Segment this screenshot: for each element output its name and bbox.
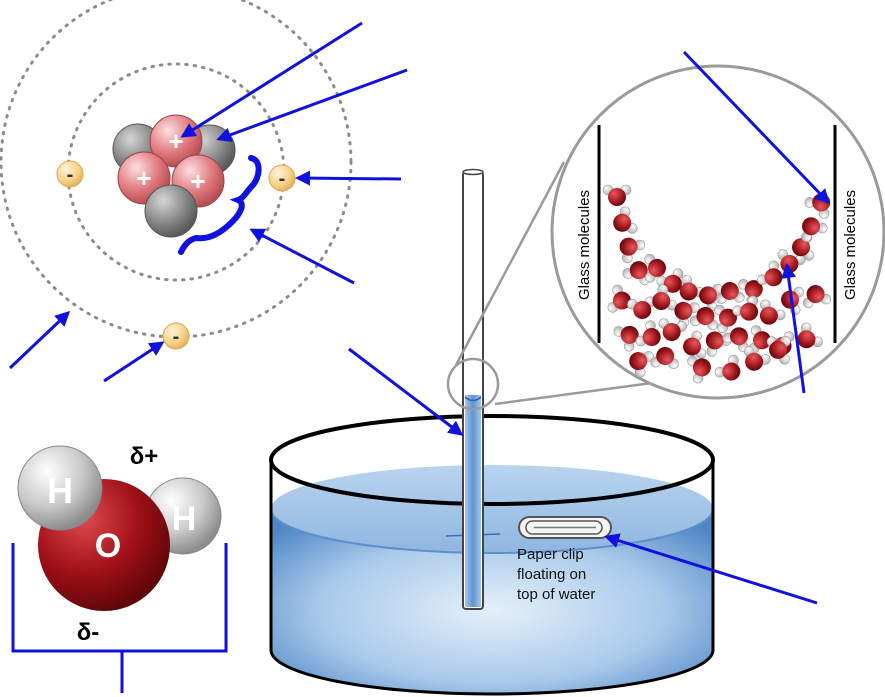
water-molecule bbox=[658, 318, 687, 341]
pointer-arrow bbox=[604, 533, 818, 605]
water-molecule bbox=[759, 299, 786, 325]
hydrogen-label-left: H bbox=[47, 470, 73, 511]
water-molecule bbox=[687, 355, 711, 384]
pointer-arrow bbox=[682, 50, 831, 205]
electron-sign: - bbox=[173, 326, 180, 348]
water-molecule bbox=[650, 347, 679, 370]
nucleus-brace bbox=[178, 155, 262, 255]
proton-sign: + bbox=[136, 163, 151, 193]
water-molecule bbox=[757, 260, 783, 287]
water-molecule bbox=[607, 284, 631, 313]
pointer-arrow bbox=[781, 263, 806, 394]
electron-sign: - bbox=[279, 168, 286, 190]
water-molecule bbox=[714, 355, 741, 381]
pointer-arrow bbox=[180, 21, 363, 138]
water-molecule bbox=[602, 184, 632, 206]
pointer-arrow bbox=[216, 68, 408, 142]
pointer-arrows bbox=[8, 21, 831, 605]
petri-dish bbox=[269, 414, 715, 696]
water-molecule bbox=[629, 351, 654, 378]
hydrogen-atom-left bbox=[17, 445, 103, 531]
oxygen-label: O bbox=[95, 527, 121, 565]
water-molecules-cluster bbox=[602, 184, 832, 384]
water-molecule bbox=[627, 296, 656, 319]
water-molecule bbox=[732, 295, 759, 321]
water-molecule bbox=[769, 335, 791, 365]
water-molecule bbox=[674, 301, 700, 328]
meniscus-magnifier: Glass molecules Glass molecules bbox=[446, 64, 885, 411]
water-molecule bbox=[613, 206, 638, 234]
water-molecule bbox=[619, 237, 646, 264]
nucleus: + + + bbox=[112, 114, 236, 238]
paper-clip-label-line: floating on bbox=[517, 566, 586, 583]
capillary-tube bbox=[462, 168, 484, 610]
atom-model: + + + - - - bbox=[0, 0, 353, 350]
partial-positive-label: δ+ bbox=[130, 443, 159, 470]
pointer-arrow bbox=[348, 347, 464, 436]
water-molecule bbox=[705, 331, 732, 357]
pointer-arrow bbox=[8, 310, 71, 370]
water-molecule bbox=[652, 284, 678, 311]
water-molecule bbox=[801, 217, 828, 243]
water-molecule bbox=[635, 320, 661, 347]
water-molecule bbox=[644, 253, 666, 283]
paper-clip bbox=[518, 516, 612, 539]
paper-clip-label: Paper clip floating on top of water bbox=[517, 546, 595, 603]
water-molecule bbox=[622, 261, 650, 286]
pointer-arrow bbox=[249, 228, 355, 285]
water-molecule-model: O H H δ+ δ- bbox=[11, 443, 228, 693]
electron: - bbox=[268, 164, 296, 192]
partial-negative-label: δ- bbox=[77, 619, 100, 646]
paper-clip-label-line: top of water bbox=[517, 586, 595, 603]
water-molecule bbox=[743, 346, 771, 371]
water-molecule bbox=[656, 268, 684, 293]
water-molecule bbox=[802, 285, 832, 309]
water-molecule bbox=[683, 330, 707, 359]
water-molecule bbox=[679, 274, 706, 301]
paper-clip-label-line: Paper clip bbox=[517, 546, 584, 563]
electron-sign: - bbox=[67, 164, 74, 186]
water-molecule bbox=[689, 307, 718, 331]
pointer-arrow bbox=[295, 170, 402, 186]
magnifier-small-circle bbox=[446, 357, 500, 411]
water-molecule bbox=[613, 325, 639, 352]
neutron bbox=[144, 184, 198, 238]
glass-molecules-label-left: Glass molecules bbox=[576, 190, 593, 300]
hydrogen-label-right: H bbox=[172, 500, 197, 538]
dish-water bbox=[271, 509, 713, 694]
water-molecule bbox=[797, 322, 823, 349]
proton-sign: + bbox=[168, 126, 183, 156]
water-molecule bbox=[714, 304, 737, 334]
tube-water-column bbox=[465, 395, 481, 607]
proton-sign: + bbox=[190, 166, 205, 196]
molecule-bracket bbox=[11, 543, 228, 693]
electron: - bbox=[56, 160, 84, 188]
glass-molecules-label-right: Glass molecules bbox=[842, 190, 859, 300]
electron: - bbox=[162, 322, 190, 350]
water-molecule bbox=[716, 282, 745, 304]
pointer-arrow bbox=[103, 341, 165, 383]
